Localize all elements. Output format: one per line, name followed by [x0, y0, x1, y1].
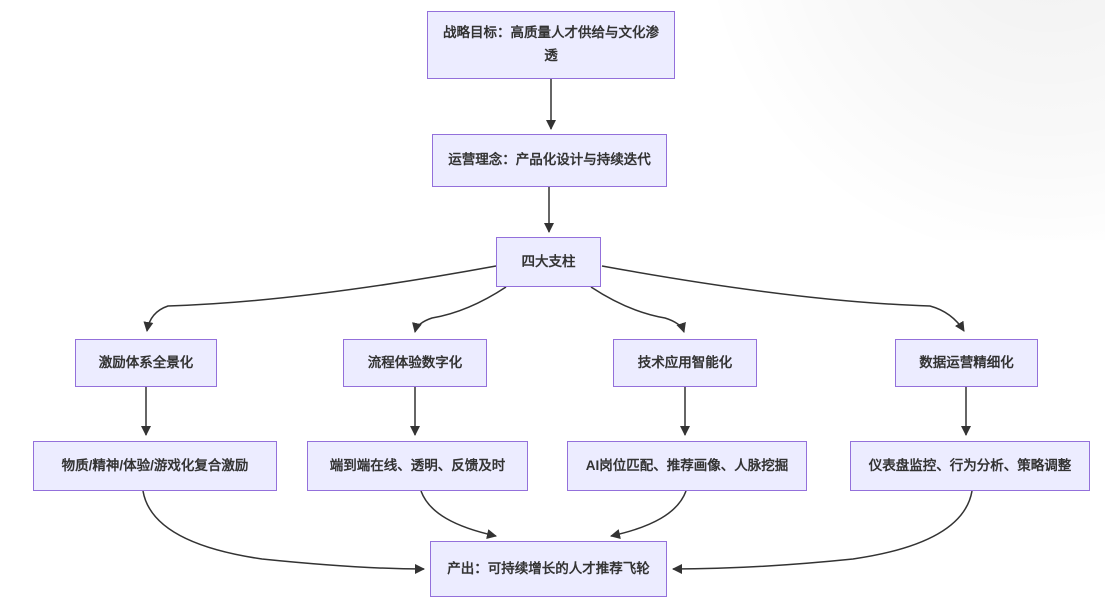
- node-label: 流程体验数字化: [367, 354, 463, 370]
- node-output: 产出：可持续增长的人才推荐飞轮: [430, 541, 667, 597]
- node-label: 激励体系全景化: [98, 354, 194, 370]
- edge-pillars-to-technology: [590, 286, 686, 333]
- edge-pillars-to-incentive: [143, 265, 497, 332]
- node-label: 战略目标：高质量人才供给与文化渗透: [443, 25, 659, 63]
- node-label: 运营理念：产品化设计与持续迭代: [448, 152, 651, 168]
- node-pillar-incentive: 激励体系全景化: [75, 339, 217, 387]
- edge-detail4-to-output: [672, 490, 973, 574]
- node-pillar-process: 流程体验数字化: [343, 339, 487, 387]
- node-pillar-technology: 技术应用智能化: [613, 339, 757, 387]
- node-label: 端到端在线、透明、反馈及时: [329, 457, 506, 473]
- node-pillar-data: 数据运营精细化: [895, 339, 1038, 387]
- node-detail-incentive: 物质/精神/体验/游戏化复合激励: [33, 441, 277, 491]
- node-detail-data: 仪表盘监控、行为分析、策略调整: [850, 441, 1090, 491]
- node-four-pillars: 四大支柱: [496, 237, 601, 287]
- node-label: 仪表盘监控、行为分析、策略调整: [868, 457, 1072, 473]
- node-operating-concept: 运营理念：产品化设计与持续迭代: [432, 134, 667, 187]
- node-label: 技术应用智能化: [637, 354, 733, 370]
- edge-detail1-to-output: [142, 490, 425, 574]
- node-detail-process: 端到端在线、透明、反馈及时: [307, 441, 528, 491]
- node-label: 物质/精神/体验/游戏化复合激励: [61, 457, 249, 473]
- node-label: 产出：可持续增长的人才推荐飞轮: [447, 560, 650, 576]
- edge-detail2-to-output: [420, 490, 497, 539]
- node-label: AI岗位匹配、推荐画像、人脉挖掘: [585, 457, 789, 473]
- node-label: 数据运营精细化: [919, 354, 1014, 370]
- node-strategic-goal: 战略目标：高质量人才供给与文化渗透: [427, 11, 675, 79]
- node-label: 四大支柱: [521, 253, 576, 269]
- edge-pillars-to-process: [412, 286, 507, 333]
- edge-detail3-to-output: [610, 490, 687, 539]
- edge-pillars-to-data: [601, 265, 965, 332]
- node-detail-technology: AI岗位匹配、推荐画像、人脉挖掘: [567, 441, 807, 491]
